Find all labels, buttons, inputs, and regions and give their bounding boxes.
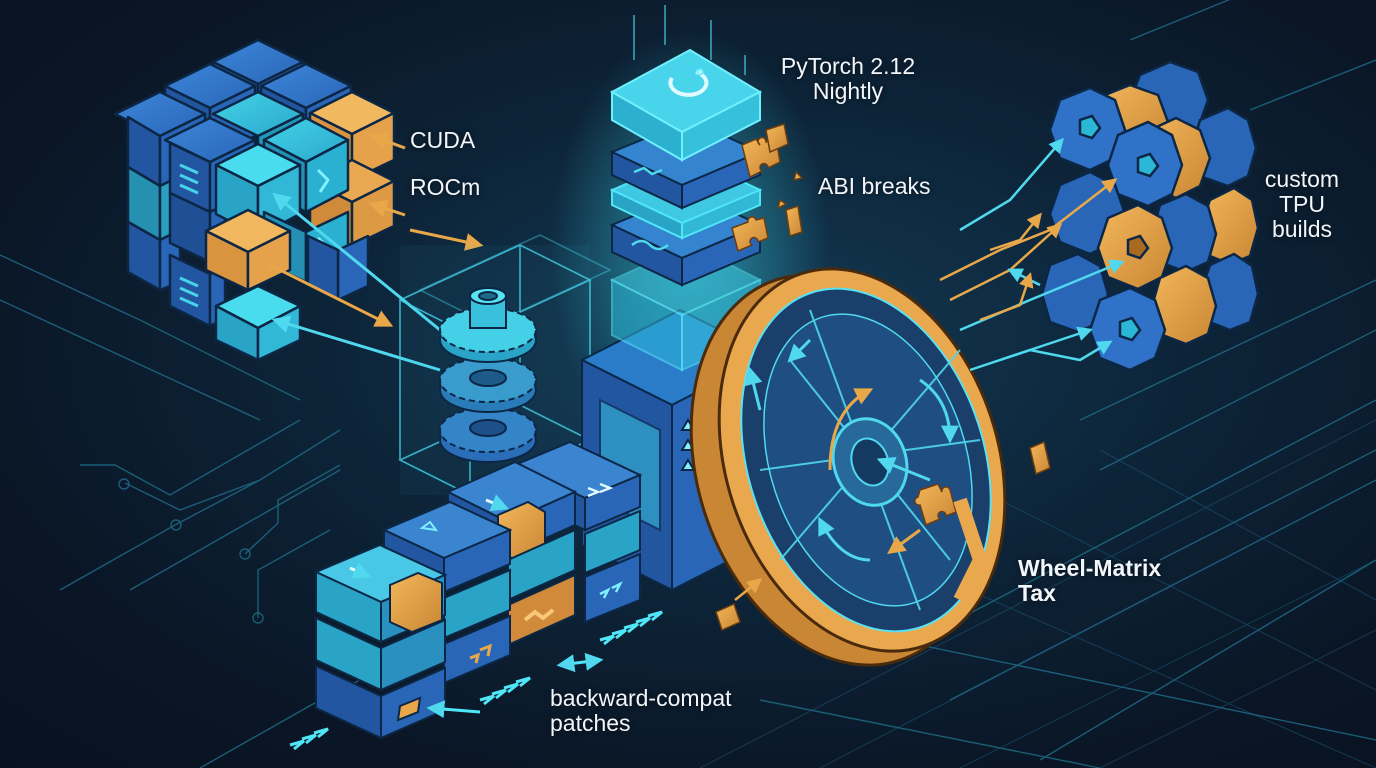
gear-icon-stack [439,287,537,463]
puzzle-piece-icon [785,205,803,237]
label-pytorch-line1: PyTorch 2.12 [780,53,916,79]
puzzle-piece-icon [914,483,957,527]
label-wheel-matrix-tax: Wheel-Matrix Tax [1018,556,1161,606]
gear-icon [439,357,537,413]
nut-icon [1088,286,1167,372]
cube-arrows [269,132,484,372]
label-rocm: ROCm [410,174,481,200]
label-custom-tpu-builds: custom TPU builds [1252,167,1352,242]
label-wheel-line2: Tax [1018,580,1056,606]
nut-arrows [939,137,1125,372]
stack-top [609,48,763,162]
label-abi-breaks: ABI breaks [818,173,931,199]
label-tpu-line2: TPU [1279,191,1325,217]
label-patches-line1: backward-compat [550,685,732,711]
pytorch-flame-icon [668,68,709,97]
nut-icon [1048,86,1127,172]
label-pytorch-nightly: PyTorch 2.12 Nightly [770,54,926,104]
label-backward-compat-patches: backward-compat patches [550,686,732,736]
label-wheel-line1: Wheel-Matrix [1018,555,1162,581]
label-patches-line2: patches [550,710,631,736]
nut-icon [1106,120,1184,208]
puzzle-piece-icon [1029,440,1051,476]
gear-icon [439,407,537,463]
patch-blocks [313,440,643,740]
puzzle-piece-icon [715,602,741,632]
label-cuda: CUDA [410,127,476,153]
cube-orange [204,208,292,292]
puzzle-piece-icons [731,123,804,253]
chevron-trails [289,610,663,751]
cube-cluster [113,38,396,362]
label-pytorch-line2: Nightly [812,78,884,104]
gear-icon [439,287,537,363]
label-tpu-line1: custom [1264,166,1340,192]
puzzle-piece-icon [731,216,769,253]
nut-grid [1040,60,1260,372]
cube [306,234,370,302]
label-tpu-line3: builds [1271,216,1333,242]
wheel-matrix [689,267,1051,667]
puzzle-piece-icon [765,123,789,154]
patch-column [313,543,448,740]
puzzle-piece-icon [389,571,443,634]
